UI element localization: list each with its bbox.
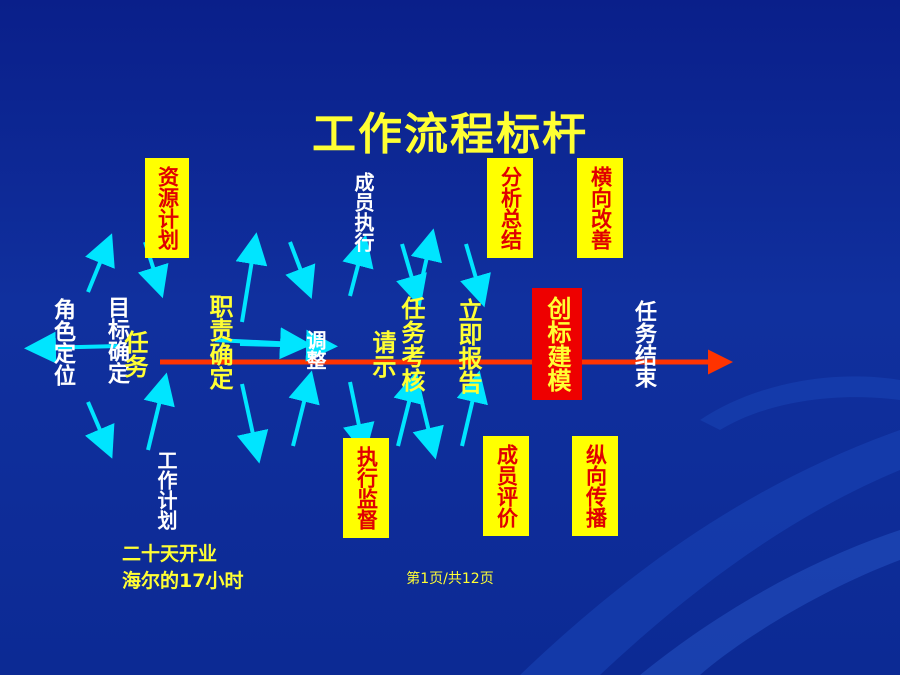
box-vertical-spread: 纵向传播: [572, 436, 618, 536]
page-footer: 第1页/共12页: [406, 571, 494, 587]
box-benchmark-model: 创标建模: [532, 288, 582, 400]
box-analysis-summary-text: 分析总结: [498, 166, 523, 250]
label-member-exec: 成员执行: [351, 172, 375, 252]
box-vertical-spread-text: 纵向传播: [583, 444, 608, 528]
box-analysis-summary: 分析总结: [487, 158, 533, 258]
branch-up-2: [235, 232, 268, 323]
branch-down-4: [396, 243, 427, 308]
branch-up-3: [288, 370, 320, 447]
box-member-evaluate: 成员评价: [483, 436, 529, 536]
box-benchmark-model-text: 创标建模: [543, 296, 571, 392]
box-exec-supervise: 执行监督: [343, 438, 389, 538]
branch-down-5: [412, 385, 444, 460]
box-horizontal-improve: 横向改善: [577, 158, 623, 258]
label-goal: 目标确定: [104, 296, 129, 384]
note-text: 二十天开业 海尔的17小时: [122, 541, 243, 595]
branch-down-2: [236, 383, 269, 464]
branch-right-adjust: [239, 329, 338, 362]
box-member-evaluate-text: 成员评价: [494, 444, 519, 528]
label-report: 立即报告: [454, 298, 482, 394]
box-resource-plan: 资源计划: [145, 158, 189, 258]
branch-up-5: [393, 370, 425, 447]
label-adjust: 调整: [303, 330, 327, 370]
label-end: 任务结束: [631, 300, 656, 388]
box-resource-plan-text: 资源计划: [155, 166, 180, 250]
box-horizontal-improve-text: 横向改善: [588, 166, 613, 250]
note-line-1: 二十天开业: [122, 543, 218, 565]
label-request: 请示: [368, 330, 396, 378]
label-assess: 任务考核: [397, 296, 425, 392]
label-task: 任务: [120, 330, 148, 378]
branch-up-plan: [143, 372, 175, 451]
label-duty: 职责确定: [205, 294, 233, 390]
branch-up-exec: [342, 234, 374, 297]
slide-title: 工作流程标杆: [312, 109, 588, 160]
branch-down-6: [460, 243, 491, 308]
label-plan: 工作计划: [154, 450, 178, 530]
branch-up-1: [85, 233, 115, 293]
branch-down-3: [285, 241, 316, 299]
branch-down-supervise: [343, 381, 375, 456]
branch-down-1: [84, 401, 115, 459]
branch-arrows: [24, 228, 491, 464]
box-exec-supervise-text: 执行监督: [354, 446, 379, 530]
branch-up-4: [410, 228, 442, 297]
branch-up-6: [456, 370, 488, 447]
branch-left-arrow: [24, 331, 121, 364]
note-line-2: 海尔的17小时: [122, 570, 244, 592]
label-role: 角色定位: [50, 298, 75, 386]
